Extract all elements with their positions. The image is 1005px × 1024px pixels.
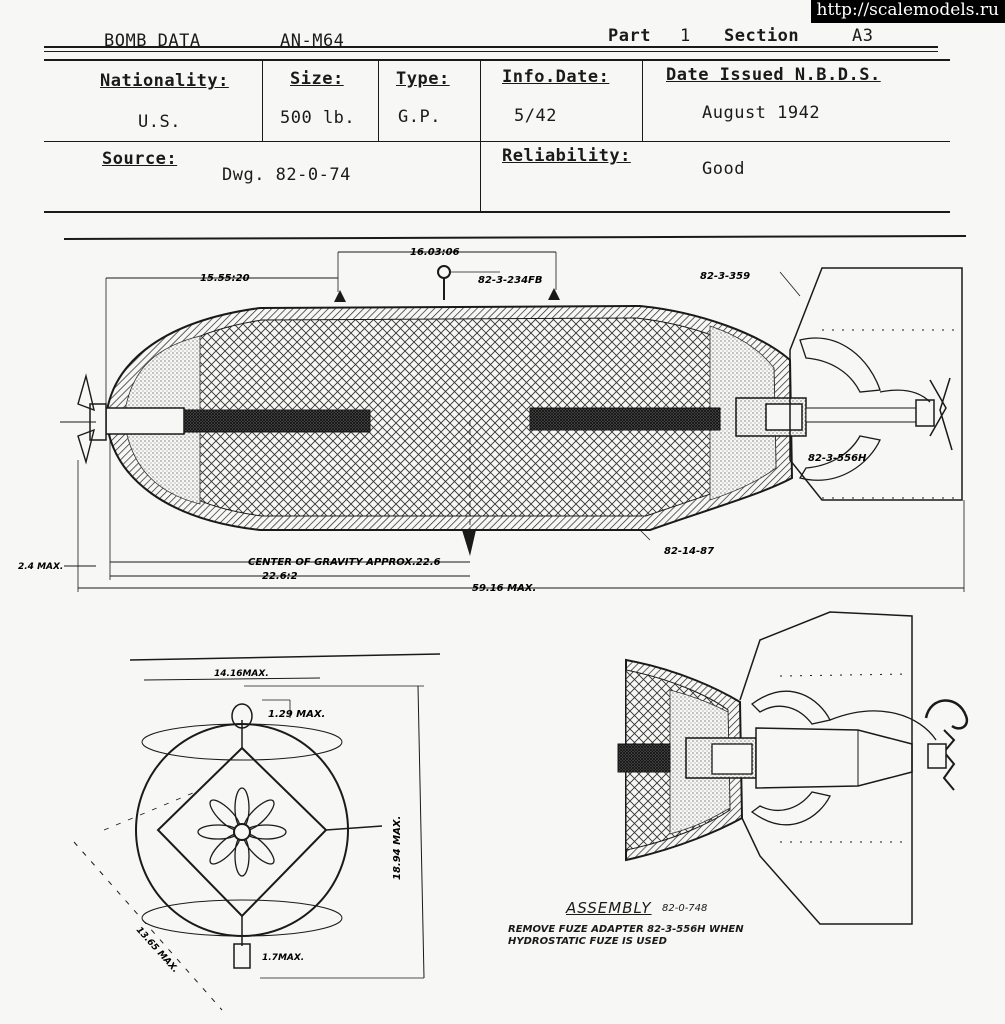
dim-18-94: 18.94 MAX.: [392, 816, 403, 880]
assembly-drawing-number: 82-0-748: [662, 903, 708, 914]
info-date-label: Info.Date:: [502, 67, 610, 87]
date-issued-label: Date Issued N.B.D.S.: [666, 65, 881, 85]
arming-vane-icon: [77, 373, 96, 465]
dim-13-65: 13.65 MAX.: [134, 925, 180, 975]
part-1487-callout: 82-14-87: [664, 546, 714, 557]
hoisting-lug: [437, 265, 451, 279]
col-divider: [262, 59, 263, 141]
tail-fin: [798, 435, 881, 481]
bomb-side-view: 16.03:06 15.55:20 82-3-234FB 82-3-359 82…: [18, 247, 965, 594]
dim-16-03: 16.03:06: [410, 247, 460, 258]
dim-14-16: 14.16MAX.: [214, 669, 269, 679]
type-label: Type:: [396, 69, 450, 89]
part-556h-callout: 82-3-556H: [808, 453, 867, 464]
tail-arming-vane-icon: [929, 377, 953, 451]
tail-booster: [529, 407, 721, 431]
bottom-lug: [462, 530, 476, 556]
lug-icon: [231, 703, 253, 729]
cg-label: CENTER OF GRAVITY APPROX.22.6: [248, 557, 441, 568]
assembly-title: ASSEMBLY: [566, 899, 652, 917]
arming-wire-loop-icon: [924, 699, 969, 730]
assembly-vane-icon: [942, 729, 956, 791]
source-value: Dwg. 82-0-74: [222, 165, 351, 185]
header-rule-2: [44, 51, 938, 52]
section-label: Section: [724, 26, 800, 46]
watermark: http://scalemodels.ru: [810, 0, 1005, 23]
col-divider: [642, 59, 643, 141]
type-value: G.P.: [398, 107, 441, 127]
reliability-label: Reliability:: [502, 146, 631, 166]
size-value: 500 lb.: [280, 108, 356, 128]
nationality-label: Nationality:: [100, 71, 229, 91]
part-234fb-callout: 82-3-234FB: [478, 275, 543, 286]
assembly-detail: [617, 611, 969, 925]
tail-fuze-stem: [805, 407, 917, 423]
suspension-lug: [334, 290, 346, 302]
dim-15-55: 15.55:20: [200, 273, 250, 284]
nose-booster: [183, 409, 371, 433]
part-359-callout: 82-3-359: [700, 271, 750, 282]
dim-59-16: 59.16 MAX.: [472, 583, 536, 594]
tail-vane-icon: [197, 787, 287, 877]
bomb-end-view: 14.16MAX. 1.29 MAX. 1.7MAX. 18.94 MAX. 1…: [73, 653, 441, 1011]
table-mid-rule: [44, 141, 950, 142]
info-date-value: 5/42: [514, 106, 557, 126]
drawing-top-rule: [63, 235, 967, 240]
header-rule-1: [44, 46, 938, 48]
nose-fuze-cavity: [105, 407, 185, 435]
dim-2-4: 2.4 MAX.: [18, 562, 63, 572]
assembly-tail-fin: [739, 611, 913, 925]
nationality-value: U.S.: [138, 112, 181, 132]
date-issued-value: August 1942: [702, 103, 821, 123]
size-label: Size:: [290, 69, 344, 89]
table-top-rule: [44, 59, 950, 61]
suspension-lug: [548, 288, 560, 300]
col-divider: [378, 59, 379, 141]
hydrostatic-fuze: [755, 727, 913, 789]
reliability-value: Good: [702, 159, 745, 179]
dim-1-7: 1.7MAX.: [262, 953, 304, 963]
source-label: Source:: [102, 149, 178, 169]
assembly-note-line-1: REMOVE FUZE ADAPTER 82-3-556H WHEN: [508, 924, 744, 935]
dim-1-29: 1.29 MAX.: [268, 709, 325, 720]
part-label: Part: [608, 26, 651, 46]
tail-fin: [799, 337, 881, 393]
section-number: A3: [852, 26, 874, 46]
assembly-booster: [617, 743, 671, 773]
table-bottom-rule: [44, 211, 950, 213]
col-divider: [480, 59, 481, 211]
assembly-note-line-2: HYDROSTATIC FUZE IS USED: [508, 936, 667, 947]
dim-22-6: 22.6:2: [262, 571, 298, 582]
part-number: 1: [680, 26, 691, 46]
tail-fin-assembly: [789, 267, 963, 501]
